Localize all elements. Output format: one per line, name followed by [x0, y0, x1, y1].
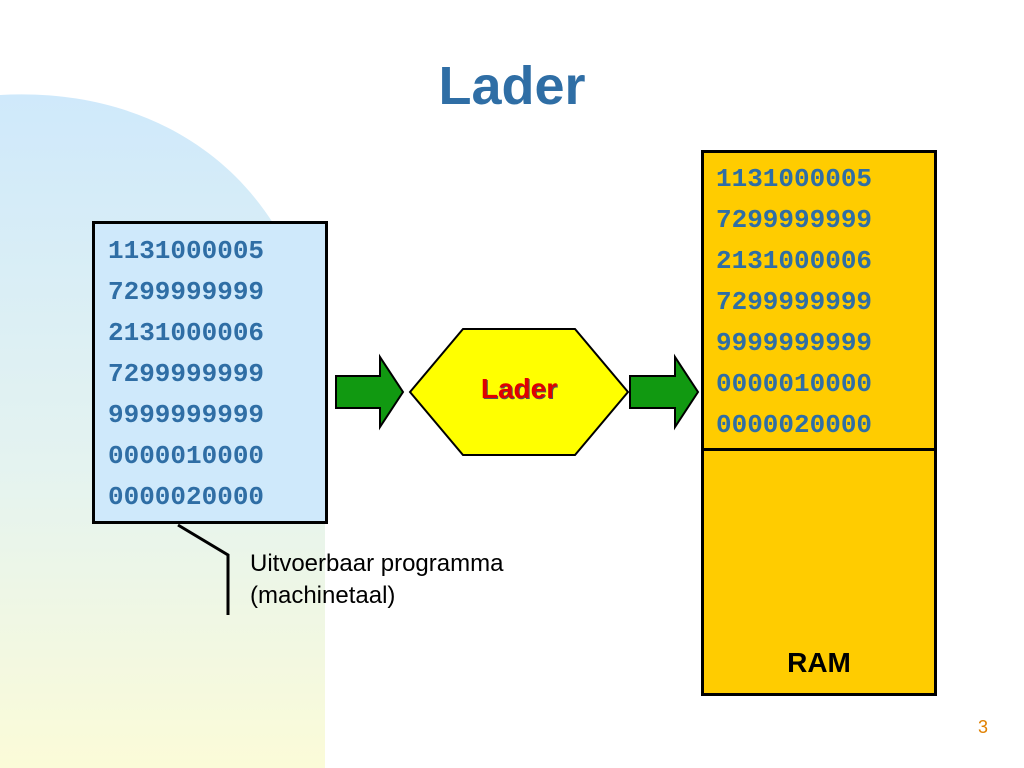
- program-line: 0000020000: [108, 482, 265, 512]
- ram-line: 1131000005: [716, 164, 873, 194]
- arrow-right-icon: [629, 353, 700, 431]
- ram-box: 1131000005 7299999999 2131000006 7299999…: [701, 150, 937, 696]
- ram-line: 7299999999: [716, 287, 873, 317]
- program-line: 0000010000: [108, 441, 265, 471]
- ram-divider: [704, 448, 934, 451]
- ram-line: 7299999999: [716, 205, 873, 235]
- slide-title: Lader: [438, 56, 586, 116]
- callout-connector: [177, 523, 230, 615]
- program-line: 7299999999: [108, 359, 265, 389]
- callout-label: Uitvoerbaar programma (machinetaal): [250, 548, 503, 612]
- ram-line: 0000010000: [716, 369, 873, 399]
- program-line: 2131000006: [108, 318, 265, 348]
- ram-line: 2131000006: [716, 246, 873, 276]
- loader-hexagon: [408, 328, 630, 456]
- arrow-right-icon: [335, 353, 405, 431]
- ram-code-section: 1131000005 7299999999 2131000006 7299999…: [704, 153, 934, 448]
- program-line: 1131000005: [108, 236, 265, 266]
- program-code-box: 1131000005 7299999999 2131000006 7299999…: [92, 221, 328, 524]
- ram-line: 0000020000: [716, 410, 873, 440]
- callout-line-1: Uitvoerbaar programma: [250, 550, 504, 577]
- program-line: 9999999999: [108, 400, 265, 430]
- ram-label: RAM: [787, 647, 851, 678]
- loader-label: Lader: [480, 373, 558, 404]
- program-line: 7299999999: [108, 277, 265, 307]
- ram-line: 9999999999: [716, 328, 873, 358]
- page-number: 3: [977, 717, 988, 737]
- callout-line-2: (machinetaal): [250, 582, 396, 609]
